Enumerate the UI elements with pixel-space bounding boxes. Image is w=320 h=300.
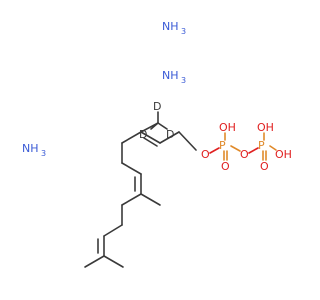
ammonia-3: NH 3 <box>22 142 46 158</box>
ammonia-2-subscript: 3 <box>181 76 186 85</box>
o-p-bond-2 <box>248 147 259 154</box>
bond <box>84 255 105 268</box>
ammonia-1-subscript: 3 <box>181 27 186 36</box>
phosphorus-2-oxo: O <box>260 160 269 173</box>
phosphorus-2-hydroxyl-right: OH <box>275 148 292 161</box>
ammonia-1: NH 3 <box>162 20 186 36</box>
chemical-structure-canvas: NH 3 NH 3 NH 3 D D D <box>22 20 292 268</box>
deuterium-bond <box>157 122 168 130</box>
phosphorus-2-hydroxyl-top: OH <box>257 121 274 134</box>
methyl-bond <box>140 193 161 206</box>
bridge-bond <box>230 145 241 152</box>
phosphorus-2: P <box>258 139 265 152</box>
phosphorus-1: P <box>219 139 226 152</box>
bond <box>121 193 142 206</box>
ammonia-2-nh: NH <box>162 69 179 82</box>
phosphorus-1-oxo: O <box>221 160 230 173</box>
ammonia-3-subscript: 3 <box>41 149 46 158</box>
bond <box>159 131 180 144</box>
carbon-chain <box>84 111 197 268</box>
bridge-oxygen: O <box>240 148 249 161</box>
p2-oh-right-bond <box>269 145 277 151</box>
double-bond-a <box>140 131 161 144</box>
double-bond-b <box>143 137 158 147</box>
ester-oxygen: O <box>201 148 210 161</box>
bond <box>178 131 197 151</box>
molecule-drawing: NH 3 NH 3 NH 3 D D D <box>22 20 292 268</box>
ammonia-1-nh: NH <box>162 20 179 33</box>
bond <box>121 131 142 144</box>
bond <box>103 224 123 237</box>
ammonia-3-nh: NH <box>22 142 39 155</box>
bond <box>103 255 124 268</box>
bond <box>121 162 142 175</box>
o-p-bond <box>209 147 220 154</box>
deuterium-label-left: D <box>139 128 147 141</box>
ammonia-2: NH 3 <box>162 69 186 85</box>
phosphorus-1-hydroxyl: OH <box>219 121 236 134</box>
deuterium-bond <box>150 122 159 130</box>
deuterium-label-right: D <box>166 128 174 141</box>
diphosphate-group: O P OH O O P OH O OH <box>201 121 292 173</box>
deuterium-label-top: D <box>153 100 161 113</box>
